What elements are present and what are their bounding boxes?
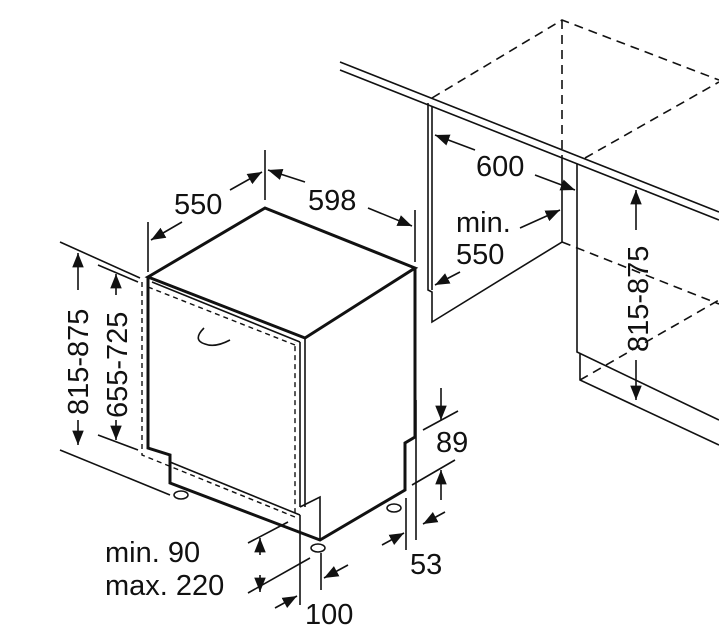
overall-height-label: 815-875 bbox=[63, 309, 95, 415]
depth-label: 550 bbox=[174, 189, 222, 221]
foot-icon bbox=[386, 503, 402, 513]
dishwasher-body bbox=[141, 206, 419, 553]
front-offset-label: 100 bbox=[305, 599, 353, 631]
niche-depth-label-line2: 550 bbox=[456, 239, 504, 271]
niche-height-label: 815-875 bbox=[623, 246, 655, 352]
door-handle-icon bbox=[197, 327, 231, 347]
foot-offset-label: 53 bbox=[410, 549, 442, 581]
door-height-label: 655-725 bbox=[102, 312, 134, 418]
kitchen-niche bbox=[339, 19, 719, 446]
plinth-min-label: min. 90 bbox=[105, 537, 200, 569]
plinth-height-label: 89 bbox=[436, 427, 468, 459]
niche-width-label: 600 bbox=[476, 151, 524, 183]
width-label: 598 bbox=[308, 185, 356, 217]
foot-icon bbox=[310, 543, 326, 553]
foot-icon bbox=[173, 490, 189, 500]
niche-depth-label-line1: min. bbox=[456, 207, 511, 239]
dimension-lines bbox=[59, 134, 642, 609]
plinth-max-label: max. 220 bbox=[105, 570, 224, 602]
